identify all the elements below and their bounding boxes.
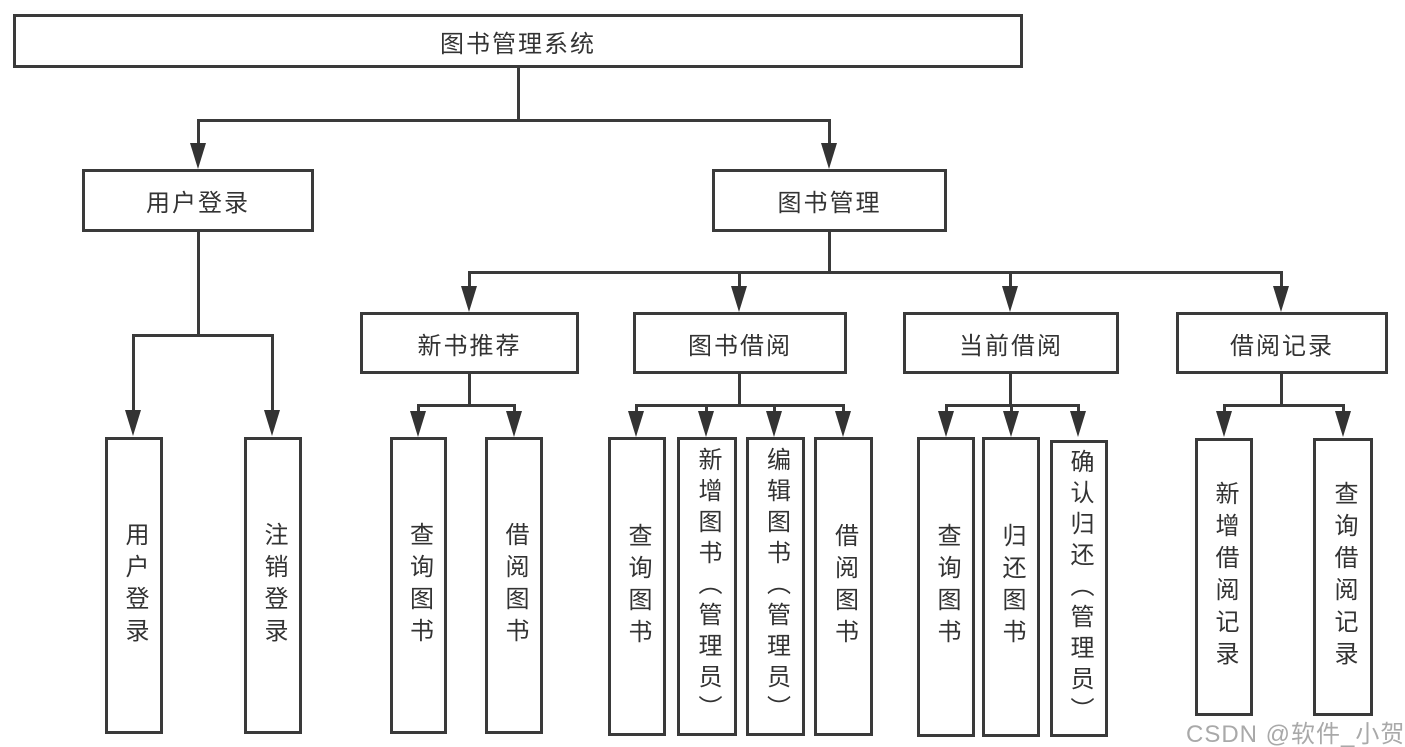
leaf-add-borrow-record: 新增借阅记录 <box>1195 438 1253 716</box>
connector-section-hline <box>1223 404 1345 407</box>
arrow-down-icon <box>190 143 206 169</box>
leaf-label: 查询图书 <box>624 522 651 651</box>
arrow-down-icon <box>506 411 522 437</box>
leaf-borrow-book: 借阅图书 <box>814 437 873 736</box>
connector-drop <box>468 271 471 291</box>
node-new-book-recommend: 新书推荐 <box>360 312 579 374</box>
connector-userlogin-hline <box>132 334 274 337</box>
leaf-query-borrow-record: 查询借阅记录 <box>1313 438 1373 716</box>
connector-drop <box>1009 271 1012 291</box>
leaf-confirm-return-admin: 确认归还（管理员） <box>1050 440 1108 737</box>
connector-userlogin-stub <box>197 232 200 337</box>
connector-drop <box>197 119 200 149</box>
leaf-label: 借阅图书 <box>830 522 858 651</box>
leaf-edit-book-admin: 编辑图书（管理员） <box>746 437 805 736</box>
connector-drop <box>945 404 948 416</box>
leaf-user-login: 用户登录 <box>105 437 163 734</box>
node-borrow-record: 借阅记录 <box>1176 312 1388 374</box>
leaf-label: 注销登录 <box>260 521 287 650</box>
leaf-label: 归还图书 <box>998 523 1025 651</box>
leaf-label: 查询借阅记录 <box>1330 481 1357 673</box>
leaf-query-book-current: 查询图书 <box>917 437 975 737</box>
node-root-label: 图书管理系统 <box>440 30 596 58</box>
connector-drop <box>635 404 638 416</box>
connector-section-stub <box>738 373 741 407</box>
connector-level2-hline <box>468 271 1283 274</box>
connector-drop <box>132 334 135 414</box>
connector-bookmgmt-stub <box>828 232 831 274</box>
connector-level1-hline <box>197 119 831 122</box>
connector-section-hline <box>417 404 516 407</box>
node-label: 当前借阅 <box>959 332 1063 360</box>
connector-root-stub <box>517 68 520 121</box>
arrow-down-icon <box>125 410 141 436</box>
csdn-watermark: CSDN @软件_小贺同学 <box>1186 721 1405 747</box>
node-root: 图书管理系统 <box>13 14 1023 68</box>
connector-drop <box>828 119 831 149</box>
leaf-logout: 注销登录 <box>244 437 302 734</box>
connector-drop <box>842 404 845 416</box>
arrow-down-icon <box>766 411 782 437</box>
arrow-down-icon <box>410 411 426 437</box>
connector-drop <box>705 404 708 416</box>
arrow-down-icon <box>938 411 954 437</box>
connector-drop <box>271 334 274 414</box>
arrow-down-icon <box>1273 286 1289 312</box>
leaf-label: 新增借阅记录 <box>1211 481 1238 673</box>
arrow-down-icon <box>1070 411 1086 437</box>
connector-drop <box>417 404 420 416</box>
arrow-down-icon <box>698 411 714 437</box>
connector-drop <box>1077 404 1080 416</box>
arrow-down-icon <box>264 410 280 436</box>
node-book-mgmt-label: 图书管理 <box>777 190 882 217</box>
node-current-borrow: 当前借阅 <box>903 312 1119 374</box>
node-user-login-label: 用户登录 <box>146 190 250 217</box>
leaf-query-book-borrow: 查询图书 <box>608 437 666 736</box>
connector-section-stub <box>1280 373 1283 407</box>
connector-drop <box>1010 404 1013 416</box>
arrow-down-icon <box>1002 286 1018 312</box>
connector-drop <box>1223 404 1226 416</box>
arrow-down-icon <box>821 143 837 169</box>
node-book-mgmt: 图书管理 <box>712 169 947 232</box>
leaf-label: 用户登录 <box>121 521 148 650</box>
leaf-return-book: 归还图书 <box>982 437 1040 737</box>
node-label: 借阅记录 <box>1230 332 1334 360</box>
connector-drop <box>773 404 776 416</box>
arrow-down-icon <box>1335 411 1351 437</box>
node-label: 新书推荐 <box>417 332 522 360</box>
connector-drop <box>1342 404 1345 416</box>
leaf-borrow-book-recommend: 借阅图书 <box>485 437 543 734</box>
leaf-label: 借阅图书 <box>501 521 528 650</box>
arrow-down-icon <box>1003 411 1019 437</box>
arrow-down-icon <box>461 286 477 312</box>
leaf-add-book-admin: 新增图书（管理员） <box>677 437 737 736</box>
arrow-down-icon <box>835 411 851 437</box>
arrow-down-icon <box>628 411 644 437</box>
leaf-query-book-recommend: 查询图书 <box>390 437 447 734</box>
connector-drop <box>1280 271 1283 291</box>
connector-drop <box>513 404 516 416</box>
leaf-label: 确认归还（管理员） <box>1066 449 1093 728</box>
leaf-label: 新增图书（管理员） <box>694 447 721 726</box>
arrow-down-icon <box>1216 411 1232 437</box>
connector-section-stub <box>1009 373 1012 407</box>
connector-drop <box>738 271 741 291</box>
connector-section-hline <box>635 404 845 407</box>
leaf-label: 查询图书 <box>933 523 960 651</box>
node-user-login: 用户登录 <box>82 169 314 232</box>
node-label: 图书借阅 <box>688 332 792 360</box>
connector-section-stub <box>468 373 471 407</box>
node-book-borrow: 图书借阅 <box>633 312 847 374</box>
leaf-label: 编辑图书（管理员） <box>762 447 790 726</box>
arrow-down-icon <box>731 286 747 312</box>
leaf-label: 查询图书 <box>405 521 433 650</box>
